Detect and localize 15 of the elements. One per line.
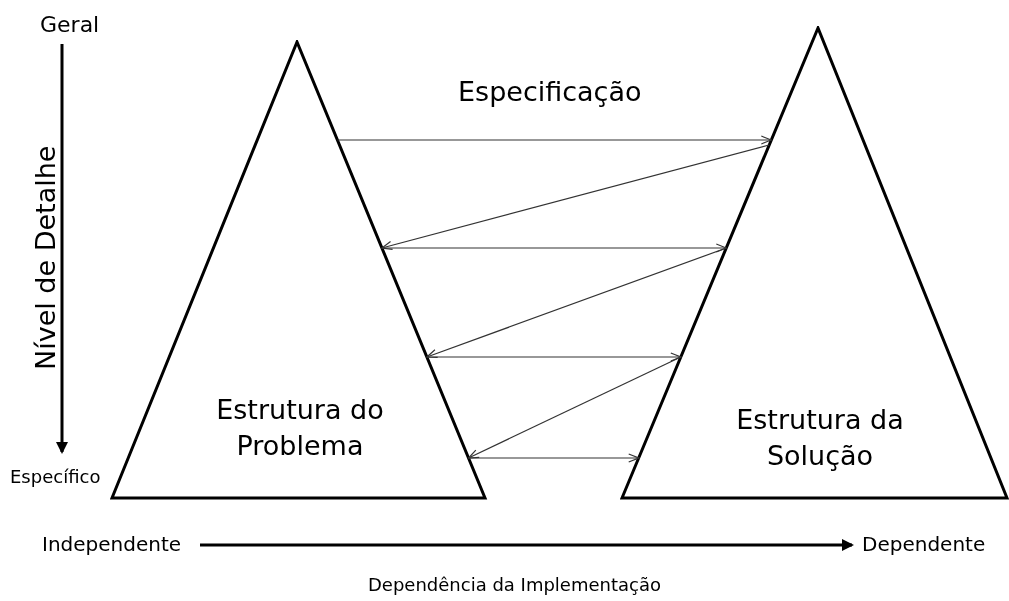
arrow bbox=[381, 243, 727, 253]
arrow bbox=[381, 144, 770, 250]
text-label: Dependente bbox=[862, 532, 986, 556]
arrow bbox=[336, 135, 772, 145]
text-label: Especificação bbox=[458, 76, 642, 107]
text-label: Geral bbox=[40, 12, 100, 37]
arrow bbox=[467, 453, 640, 463]
node-label: Estrutura do Problema bbox=[215, 393, 385, 463]
arrow bbox=[467, 356, 682, 459]
axis-label: Nível de Detalhe bbox=[30, 145, 61, 370]
node-label: Estrutura da Solução bbox=[735, 403, 905, 473]
text-label: Dependência da Implementação bbox=[368, 574, 661, 595]
text-label: Independente bbox=[42, 532, 182, 556]
arrow bbox=[426, 352, 682, 362]
arrow bbox=[426, 247, 727, 358]
